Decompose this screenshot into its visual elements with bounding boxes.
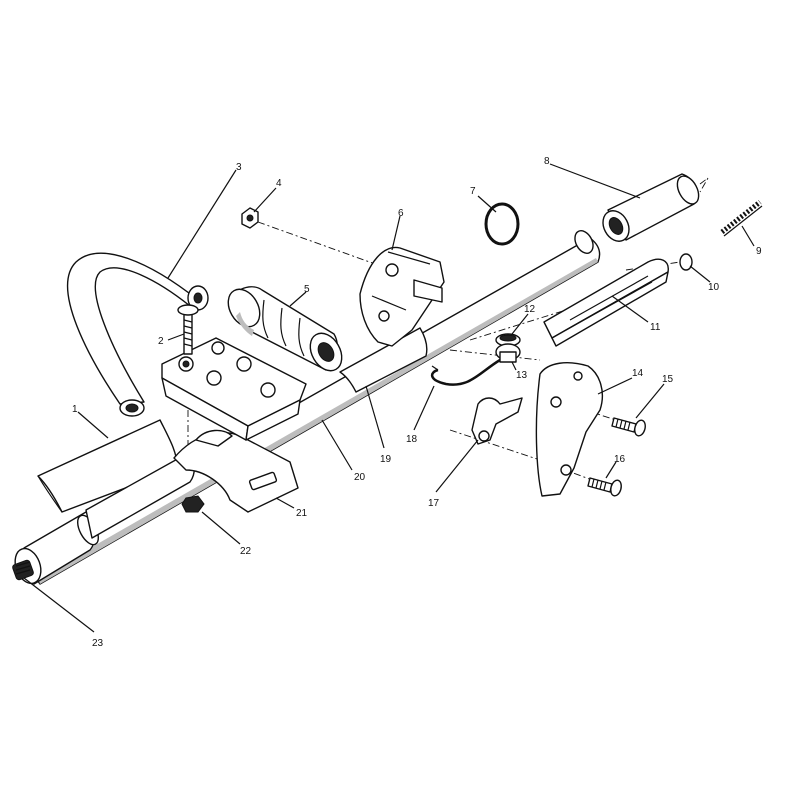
callout-7: 7: [470, 186, 476, 197]
callout-19: 19: [380, 454, 392, 465]
leader-8: [549, 163, 641, 199]
part-21-lower-clamp: [173, 429, 299, 513]
part-7-o-ring: [484, 202, 520, 246]
part-16-screw: [587, 477, 622, 497]
part-2-bolt: [177, 304, 199, 355]
leader-23: [23, 577, 95, 633]
part-4-nut: [241, 207, 259, 229]
callout-22: 22: [240, 546, 252, 557]
part-17-trigger: [471, 397, 523, 445]
leader-9: [741, 225, 755, 247]
leader-20: [321, 419, 353, 471]
part-5-grip: [227, 286, 343, 372]
leader-17: [435, 439, 479, 493]
leader-19: [365, 385, 385, 449]
leader-7: [477, 195, 497, 213]
leader-1: [77, 411, 109, 439]
callout-20: 20: [354, 472, 366, 483]
callout-8: 8: [544, 156, 550, 167]
leader-10: [689, 265, 711, 283]
part-20-main-shaft: [21, 230, 601, 585]
leader-18: [413, 385, 435, 431]
assembly-line-screw-15: [559, 401, 617, 421]
part-15-screw: [611, 417, 646, 437]
assembly-line-tube: [699, 177, 709, 193]
part-3-loop-handle: [66, 252, 209, 417]
part-22-nut: [181, 495, 205, 513]
leader-3: [167, 169, 237, 279]
assembly-line-nut: [257, 221, 393, 271]
leader-11: [611, 295, 649, 323]
callout-2: 2: [158, 336, 164, 347]
callout-3: 3: [236, 162, 242, 173]
part-6-bracket: [359, 246, 445, 347]
part-19-shaft-sleeve: [339, 327, 428, 393]
leader-5: [289, 291, 307, 307]
callout-14: 14: [632, 368, 644, 379]
part-14-housing: [535, 362, 604, 497]
callout-6: 6: [398, 208, 404, 219]
leader-6: [391, 215, 401, 251]
callout-1: 1: [72, 404, 78, 415]
callout-10: 10: [708, 282, 720, 293]
callout-9: 9: [756, 246, 762, 257]
assembly-line-clip: [625, 261, 681, 271]
part-8-tube-sleeve: [602, 173, 700, 242]
callout-23: 23: [92, 638, 104, 649]
callout-16: 16: [614, 454, 626, 465]
callout-12: 12: [524, 304, 536, 315]
callout-13: 13: [516, 370, 528, 381]
part-13-switch: [495, 343, 521, 363]
part-10-clip-ring: [679, 253, 693, 271]
part-9-spring: [720, 200, 763, 237]
assembly-line-wire: [449, 349, 541, 361]
part-23-spline-end: [12, 559, 34, 581]
leader-13: [511, 361, 517, 371]
leader-16: [605, 461, 617, 479]
leader-15: [635, 383, 665, 419]
leader-12: [511, 313, 529, 335]
assembly-line-trigger: [449, 429, 541, 461]
callout-18: 18: [406, 434, 418, 445]
callout-17: 17: [428, 498, 440, 509]
callout-labels: 1 2 3 4 5 6 7 8 9 10 11 12 13 14 15 16 1…: [72, 156, 762, 649]
part-18-wire: [431, 358, 501, 386]
leader-4: [253, 187, 277, 213]
callout-5: 5: [304, 284, 310, 295]
leader-lines: [23, 163, 755, 633]
leader-14: [597, 377, 633, 395]
callout-11: 11: [650, 322, 661, 333]
part-upper-clamp: [161, 337, 307, 441]
callout-4: 4: [276, 178, 282, 189]
leader-2: [167, 333, 185, 341]
leader-21: [275, 497, 295, 509]
callout-15: 15: [662, 374, 674, 385]
leader-22: [201, 511, 241, 545]
callout-21: 21: [296, 508, 308, 519]
part-11-channel-guide: [543, 258, 669, 347]
